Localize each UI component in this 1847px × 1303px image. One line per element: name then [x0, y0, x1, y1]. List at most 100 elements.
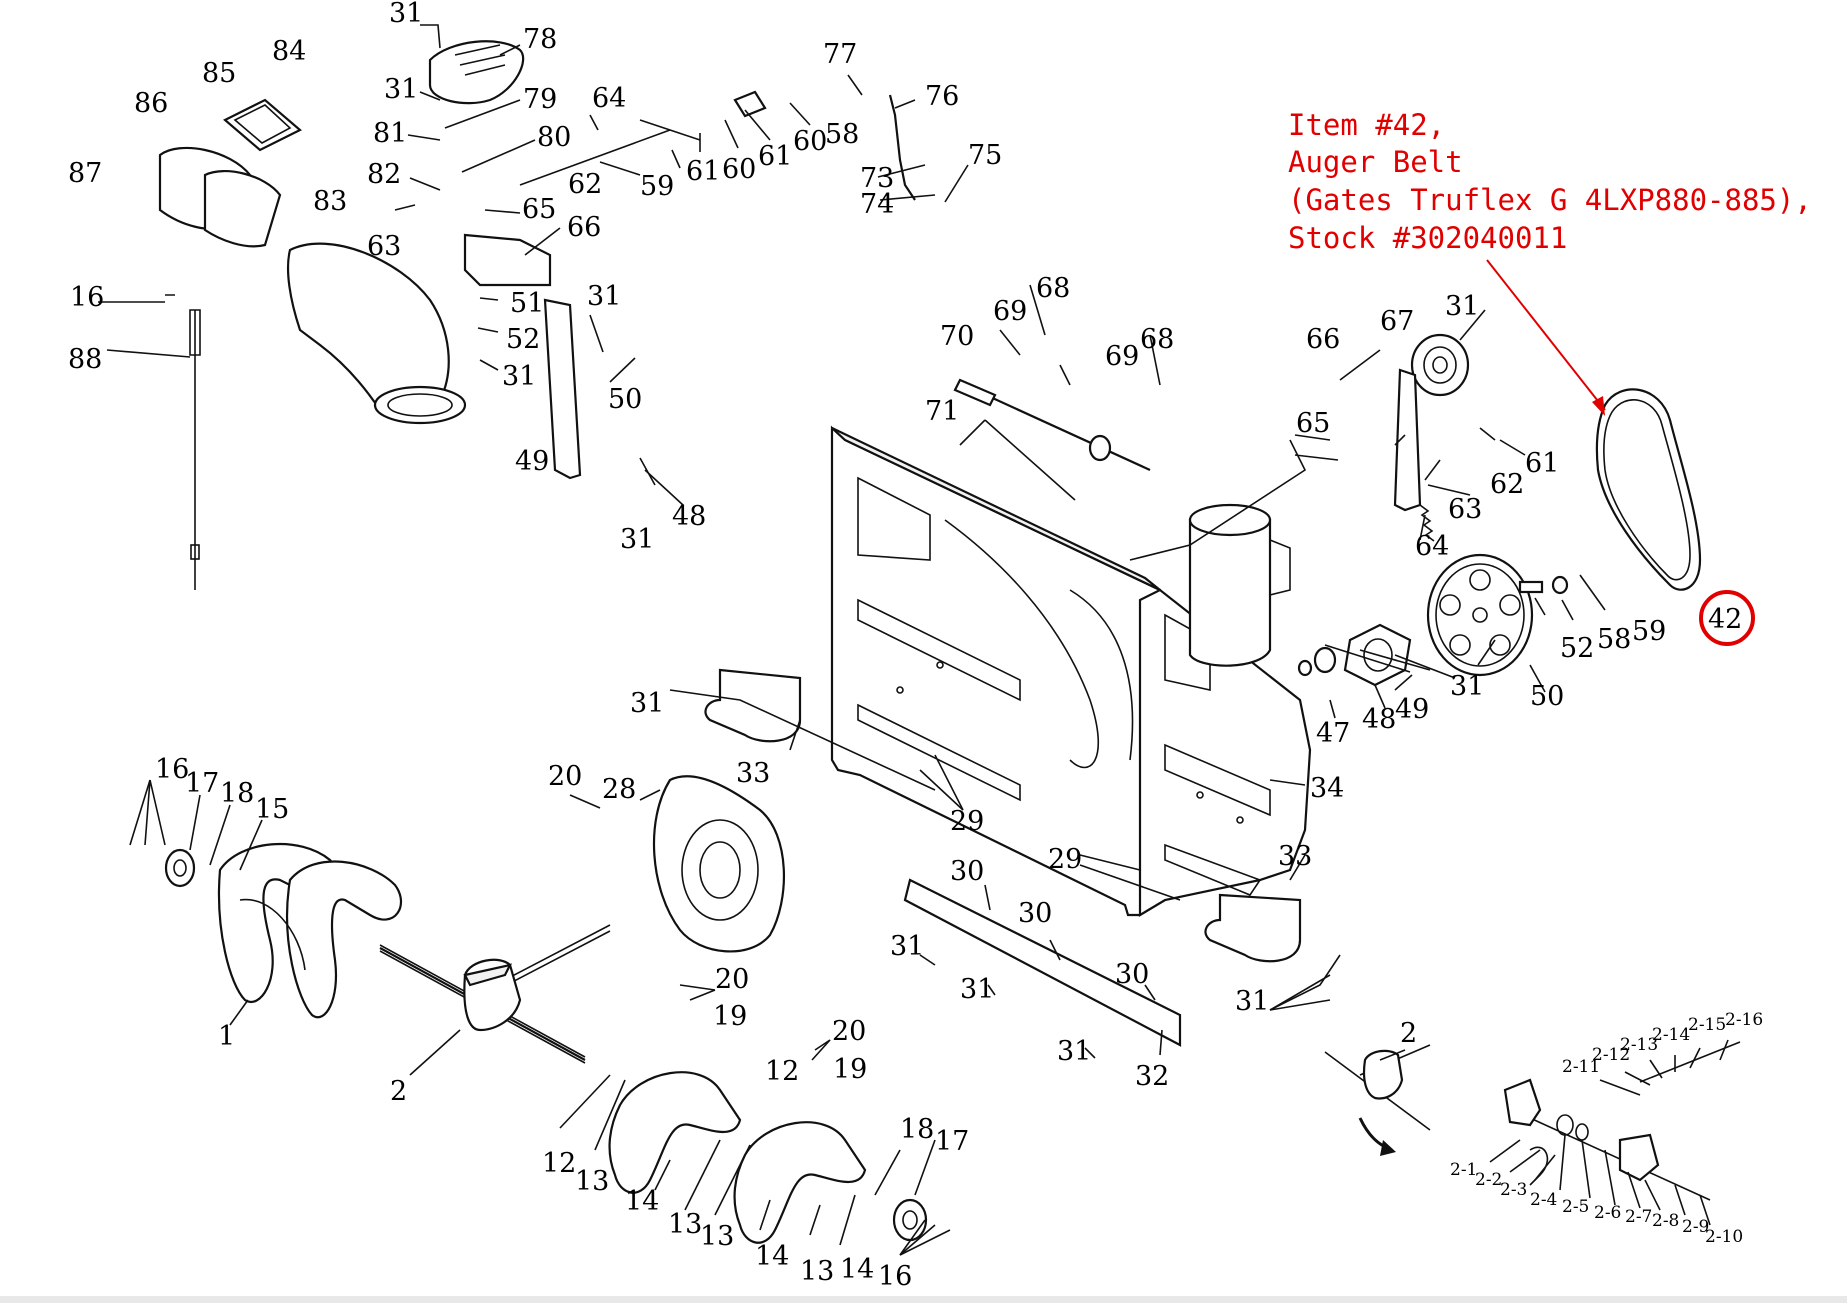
- part-label: 13: [800, 1256, 834, 1287]
- part-label: 64: [1415, 531, 1449, 562]
- annotation-callout: Item #42, Auger Belt (Gates Truflex G 4L…: [1288, 108, 1812, 646]
- part-label: 2-6: [1594, 1203, 1621, 1223]
- part-label: 1: [218, 1021, 235, 1052]
- part-label: 63: [1448, 494, 1482, 525]
- part-label: 73: [860, 163, 894, 194]
- idler-spring: [1419, 504, 1435, 542]
- part-label: 74: [860, 189, 894, 220]
- part-label: 31: [960, 974, 994, 1005]
- part-label: 31: [384, 74, 418, 105]
- part-label: 18: [220, 778, 254, 809]
- part-label: 88: [68, 344, 102, 375]
- part-label: 60: [722, 154, 756, 185]
- scraper-bar: [903, 878, 1182, 1047]
- part-label: 77: [823, 39, 857, 70]
- part-label: 31: [620, 524, 654, 555]
- part-label: 81: [373, 118, 407, 149]
- part-label: 31: [389, 0, 423, 29]
- tilt-bracket: [463, 233, 552, 287]
- auger-belt: [1595, 388, 1702, 591]
- part-label: 75: [968, 140, 1002, 171]
- part-label: 29: [1048, 844, 1082, 875]
- chute-seal: [223, 98, 302, 152]
- part-label: 12: [542, 1148, 576, 1179]
- part-label: 69: [1105, 341, 1139, 372]
- part-label: 2-11: [1562, 1057, 1600, 1077]
- part-label: 49: [1395, 694, 1429, 725]
- part-label: 31: [1057, 1036, 1091, 1067]
- part-label: 14: [840, 1254, 874, 1285]
- part-label: 83: [313, 186, 347, 217]
- part-label: 70: [940, 321, 974, 352]
- part-label: 68: [1036, 273, 1070, 304]
- impeller-cover: [652, 775, 786, 953]
- auger-flight-right-a: [608, 1071, 742, 1194]
- bottom-scroll-strip: [0, 1296, 1847, 1303]
- part-label: 58: [825, 119, 859, 150]
- part-label: 76: [925, 81, 959, 112]
- rotator-shaft: [519, 90, 916, 201]
- part-label: 31: [1445, 291, 1479, 322]
- part-label: 48: [1362, 704, 1396, 735]
- part-label: 60: [793, 126, 827, 157]
- part-label: 14: [625, 1186, 659, 1217]
- housing-chute-opening: [1188, 503, 1291, 667]
- part-label: 29: [950, 806, 984, 837]
- part-label: 64: [592, 83, 626, 114]
- part-label: 80: [537, 122, 571, 153]
- auger-flight-right-b: [733, 1121, 867, 1244]
- part-label: 12: [765, 1056, 799, 1087]
- part-label: 33: [1278, 841, 1312, 872]
- part-label: 59: [640, 171, 674, 202]
- part-label: 61: [758, 141, 792, 172]
- part-label: 69: [993, 296, 1027, 327]
- part-label: 30: [950, 856, 984, 887]
- gearbox-inset: [1324, 1041, 1741, 1201]
- part-label: 62: [1490, 469, 1524, 500]
- part-label: 2-9: [1682, 1217, 1709, 1237]
- part-label-highlighted: 42: [1708, 604, 1742, 635]
- pulley-washers: [1297, 575, 1569, 677]
- part-label: 2-2: [1475, 1170, 1502, 1190]
- part-label: 15: [255, 794, 289, 825]
- part-label: 68: [1140, 324, 1174, 355]
- part-label: 20: [832, 1016, 866, 1047]
- part-label: 82: [367, 159, 401, 190]
- part-label: 86: [134, 88, 168, 119]
- part-label: 31: [502, 361, 536, 392]
- bearing-right: [892, 1198, 928, 1242]
- part-label: 20: [548, 761, 582, 792]
- part-label: 30: [1018, 898, 1052, 929]
- annotation-line-1: Item #42,: [1288, 108, 1445, 142]
- annotation-arrow-head: [1592, 396, 1605, 416]
- part-label: 2-13: [1620, 1035, 1658, 1055]
- part-label: 2: [1400, 1018, 1417, 1049]
- part-label: 2-1: [1450, 1160, 1477, 1180]
- part-label: 30: [1115, 959, 1149, 990]
- part-label: 65: [522, 194, 556, 225]
- part-label: 13: [700, 1221, 734, 1252]
- tilt-rod: [543, 298, 582, 480]
- part-label: 2-7: [1625, 1207, 1652, 1227]
- part-label: 31: [587, 281, 621, 312]
- part-label: 2-3: [1500, 1180, 1527, 1200]
- part-label: 84: [272, 36, 306, 67]
- chute-cable: [189, 309, 201, 590]
- gearbox: [463, 958, 522, 1032]
- part-label: 47: [1316, 718, 1350, 749]
- annotation-line-2: Auger Belt: [1288, 145, 1463, 179]
- part-label: 16: [70, 282, 104, 313]
- part-label: 2-15: [1688, 1015, 1726, 1035]
- part-label: 13: [575, 1166, 609, 1197]
- part-label: 65: [1296, 408, 1330, 439]
- annotation-line-4: Stock #302040011: [1288, 221, 1567, 255]
- part-label: 32: [1135, 1061, 1169, 1092]
- part-label: 2-10: [1705, 1227, 1743, 1247]
- part-label: 66: [1306, 324, 1340, 355]
- annotation-line-3: (Gates Truflex G 4LXP880-885),: [1288, 183, 1812, 217]
- part-label: 17: [185, 768, 219, 799]
- idler-arm: [1393, 368, 1422, 512]
- part-label: 33: [736, 758, 770, 789]
- part-label: 71: [925, 396, 959, 427]
- part-label: 31: [1450, 671, 1484, 702]
